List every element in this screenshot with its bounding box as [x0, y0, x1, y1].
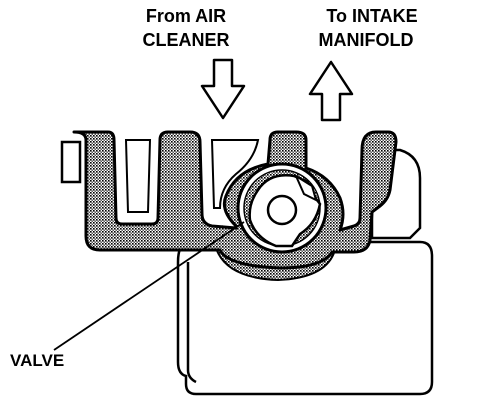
from-air-cleaner-label-line2: CLEANER [142, 30, 229, 50]
valve-label: VALVE [10, 351, 64, 370]
arrow-down-icon [200, 58, 246, 120]
valve [236, 162, 328, 254]
arrow-up-icon [308, 60, 354, 122]
valve-leader-line [53, 221, 245, 351]
to-intake-manifold-label-line1: To INTAKE [326, 6, 417, 26]
from-air-cleaner-label-line1: From AIR [146, 6, 226, 26]
lower-housing [60, 140, 434, 396]
to-intake-manifold-label-line2: MANIFOLD [319, 30, 414, 50]
upper-housing [72, 130, 398, 270]
